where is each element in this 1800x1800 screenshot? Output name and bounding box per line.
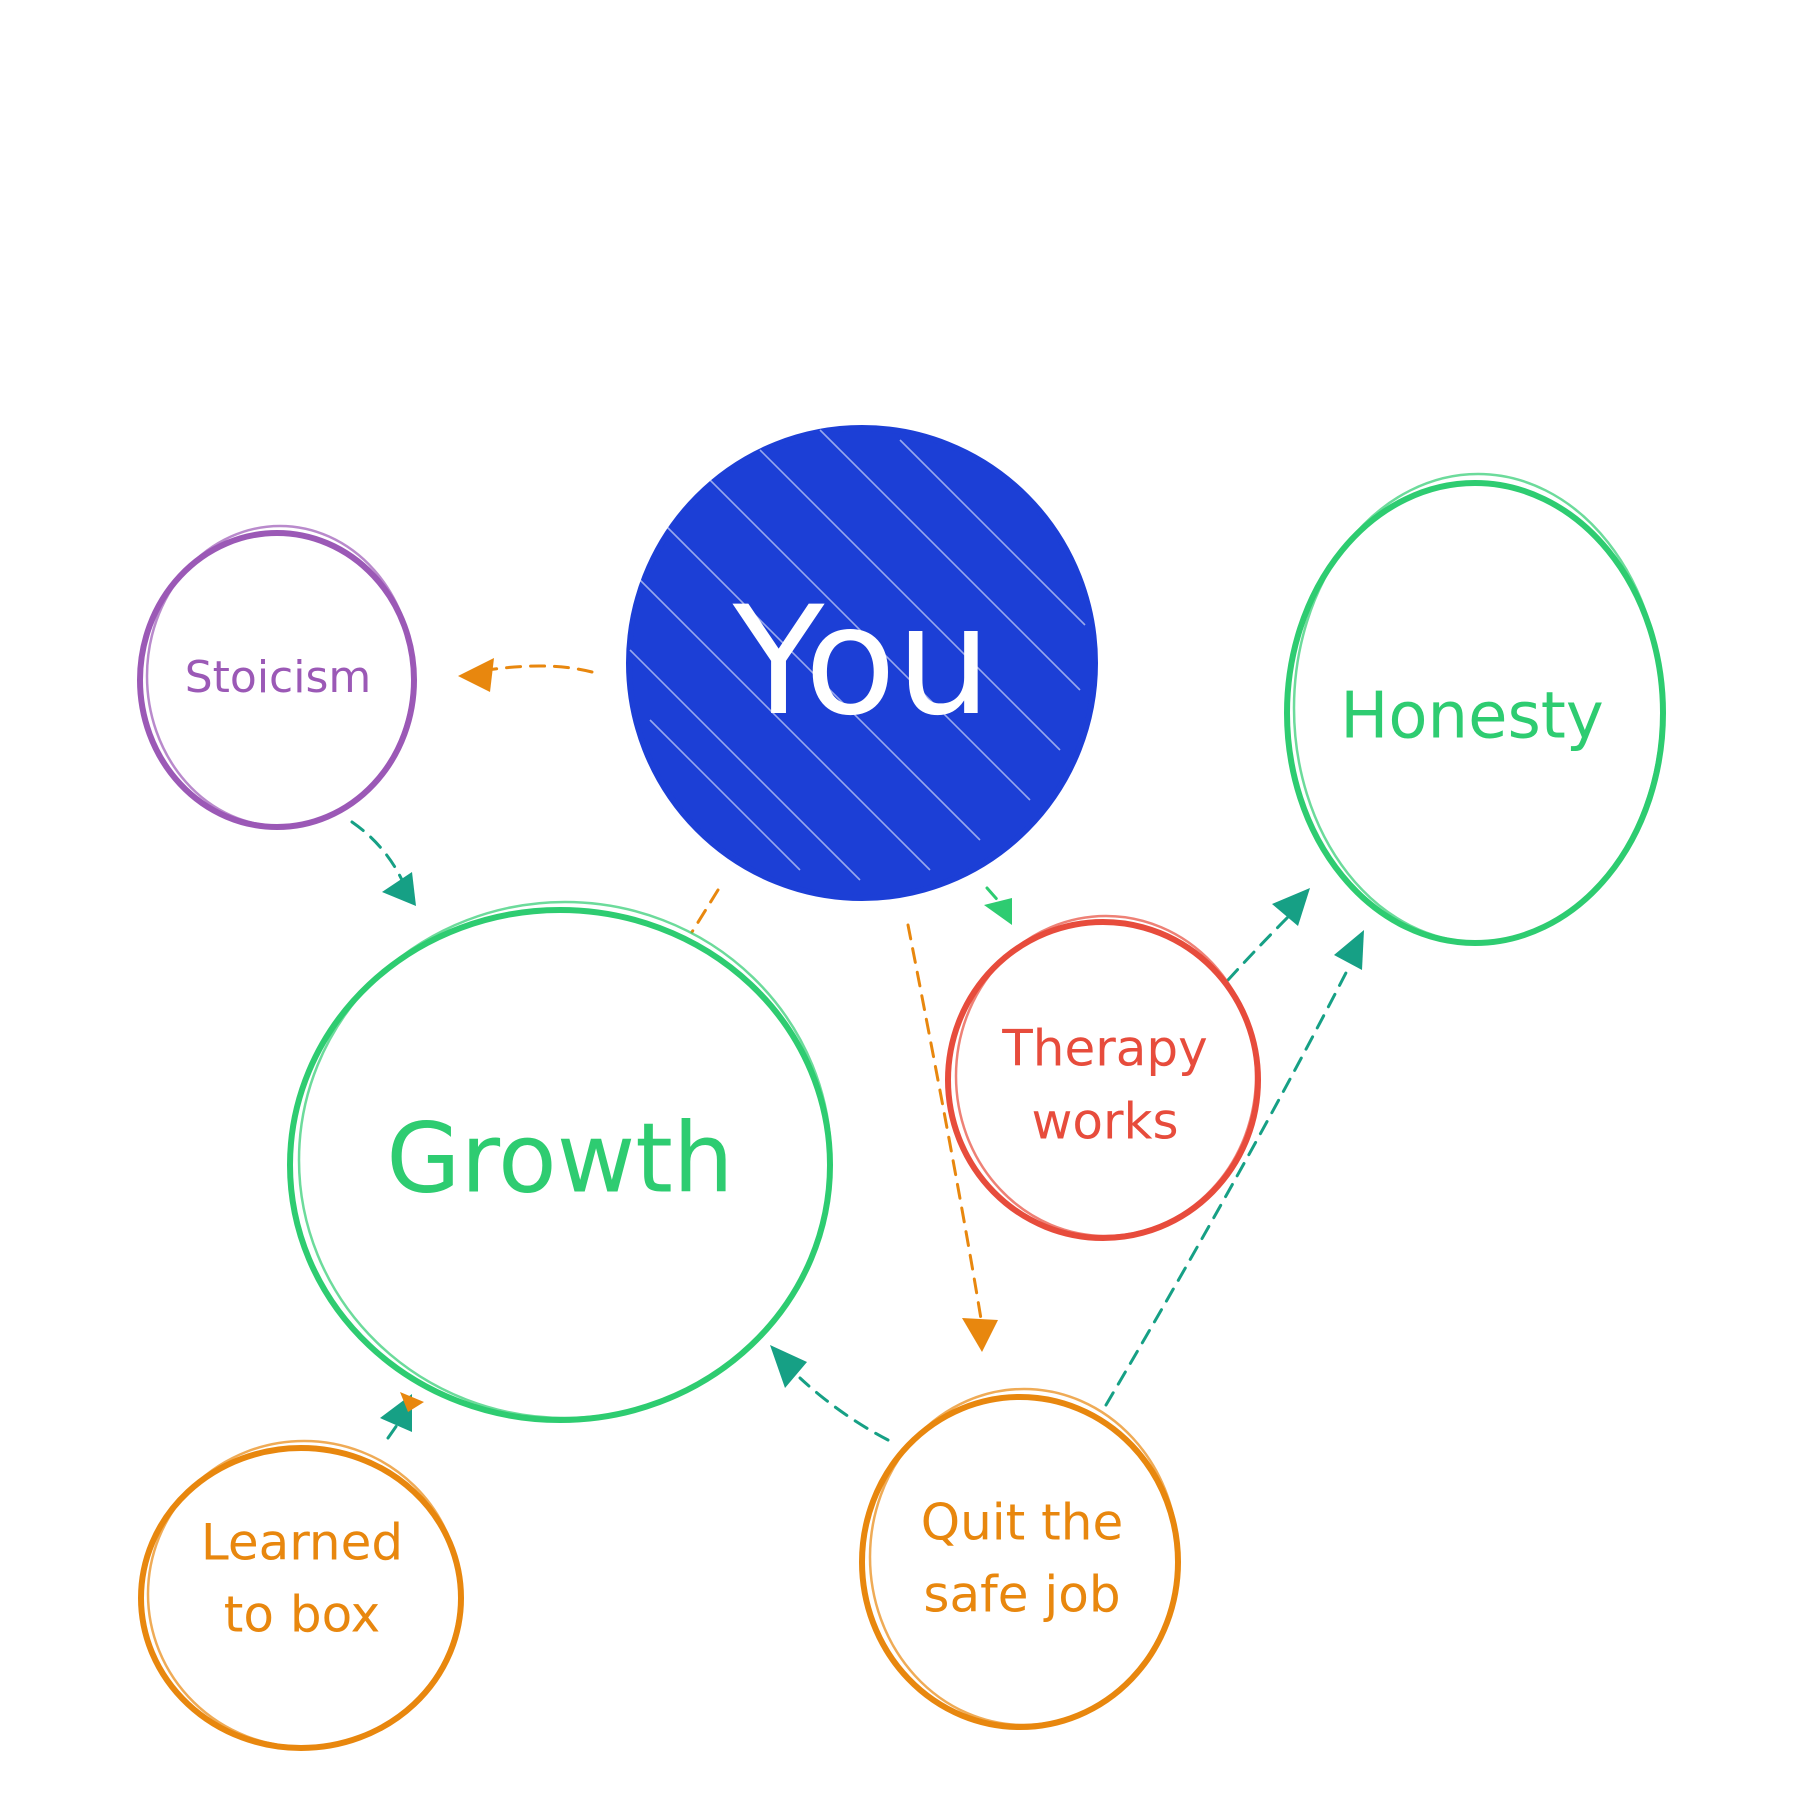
node-therapy-label-line1: Therapy: [1001, 1020, 1208, 1078]
arrowhead-quit: [962, 1318, 998, 1352]
arrowhead-growth-from-stoicism: [382, 872, 416, 906]
node-quit-shape-sketch: [868, 1387, 1180, 1727]
node-honesty-shape-sketch: [1292, 472, 1664, 944]
node-therapy-shape-sketch: [954, 914, 1258, 1238]
node-quit-label-line2: safe job: [923, 1566, 1120, 1624]
edge-you-quit: [906, 923, 984, 1327]
edge-therapy-honesty: [1226, 913, 1292, 982]
node-growth-shape-sketch: [297, 900, 833, 1420]
node-quit[interactable]: Quit the safe job: [859, 1387, 1181, 1730]
arrowhead-growth-from-quit: [770, 1345, 807, 1388]
edge-box-growth: [386, 1416, 404, 1440]
node-stoicism-shape-sketch: [145, 524, 415, 828]
node-box[interactable]: Learned to box: [138, 1439, 464, 1751]
node-stoicism[interactable]: Stoicism: [137, 524, 417, 830]
arrowhead-box-accent: [400, 1392, 424, 1412]
node-quit-label-line1: Quit the: [921, 1494, 1124, 1552]
node-growth[interactable]: Growth: [287, 900, 833, 1423]
edges-layer: [350, 658, 1364, 1442]
arrowhead-honesty-from-quit: [1334, 930, 1364, 970]
node-box-label-line1: Learned: [201, 1514, 403, 1572]
node-you-label: You: [732, 575, 992, 749]
arrowhead-stoicism: [458, 658, 494, 692]
node-therapy[interactable]: Therapy works: [945, 914, 1261, 1241]
hatch-lines: [629, 429, 1086, 881]
edge-you-therapy: [985, 886, 1004, 907]
node-you-shape: [626, 425, 1098, 901]
arrowhead-therapy: [984, 898, 1012, 925]
node-you[interactable]: You: [626, 425, 1098, 901]
node-honesty[interactable]: Honesty: [1284, 472, 1666, 946]
node-honesty-label: Honesty: [1340, 680, 1604, 754]
edge-quit-honesty: [1104, 963, 1352, 1407]
node-therapy-label-line2: works: [1031, 1093, 1178, 1151]
node-stoicism-label: Stoicism: [185, 652, 372, 703]
arrowhead-growth-from-box: [380, 1394, 412, 1432]
edge-quit-growth: [798, 1376, 890, 1442]
node-box-label-line2: to box: [224, 1586, 380, 1644]
edge-you-growth: [690, 888, 720, 934]
nodes-layer: You Stoicism Honesty Growth Therapy work…: [137, 425, 1666, 1751]
node-growth-label: Growth: [386, 1102, 733, 1214]
node-therapy-shape: [945, 919, 1261, 1241]
arrowhead-honesty-from-therapy: [1272, 888, 1310, 926]
edge-stoicism-growth: [350, 820, 404, 882]
node-box-shape-sketch: [146, 1439, 462, 1749]
